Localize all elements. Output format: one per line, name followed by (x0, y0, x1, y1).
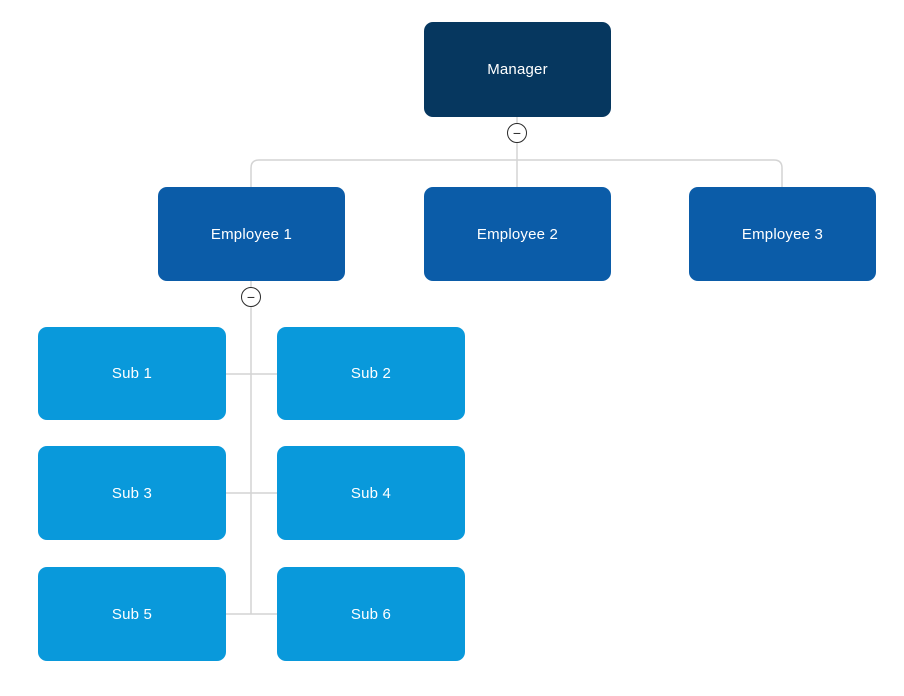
node-employee-2-label: Employee 2 (476, 225, 559, 243)
node-sub-3-label: Sub 3 (111, 484, 153, 502)
node-employee-3-label: Employee 3 (741, 225, 824, 243)
node-manager[interactable]: Manager (424, 22, 611, 117)
node-employee-3[interactable]: Employee 3 (689, 187, 876, 281)
node-manager-label: Manager (487, 61, 548, 78)
connector-employees-rail (250, 159, 783, 187)
node-sub-4[interactable]: Sub 4 (277, 446, 465, 540)
node-sub-5-label: Sub 5 (111, 605, 153, 623)
collapse-toggle-employee-1[interactable]: − (241, 287, 261, 307)
node-sub-1[interactable]: Sub 1 (38, 327, 226, 420)
node-employee-1-label: Employee 1 (210, 225, 293, 243)
node-sub-5[interactable]: Sub 5 (38, 567, 226, 661)
node-employee-1[interactable]: Employee 1 (158, 187, 345, 281)
node-employee-2[interactable]: Employee 2 (424, 187, 611, 281)
node-sub-6-label: Sub 6 (350, 605, 392, 623)
node-sub-2-label: Sub 2 (350, 365, 392, 382)
node-sub-6[interactable]: Sub 6 (277, 567, 465, 661)
minus-icon: − (512, 125, 522, 141)
node-sub-4-label: Sub 4 (350, 484, 392, 502)
node-sub-2[interactable]: Sub 2 (277, 327, 465, 420)
node-sub-3[interactable]: Sub 3 (38, 446, 226, 540)
node-sub-1-label: Sub 1 (111, 365, 153, 382)
minus-icon: − (246, 289, 256, 305)
collapse-toggle-manager[interactable]: − (507, 123, 527, 143)
